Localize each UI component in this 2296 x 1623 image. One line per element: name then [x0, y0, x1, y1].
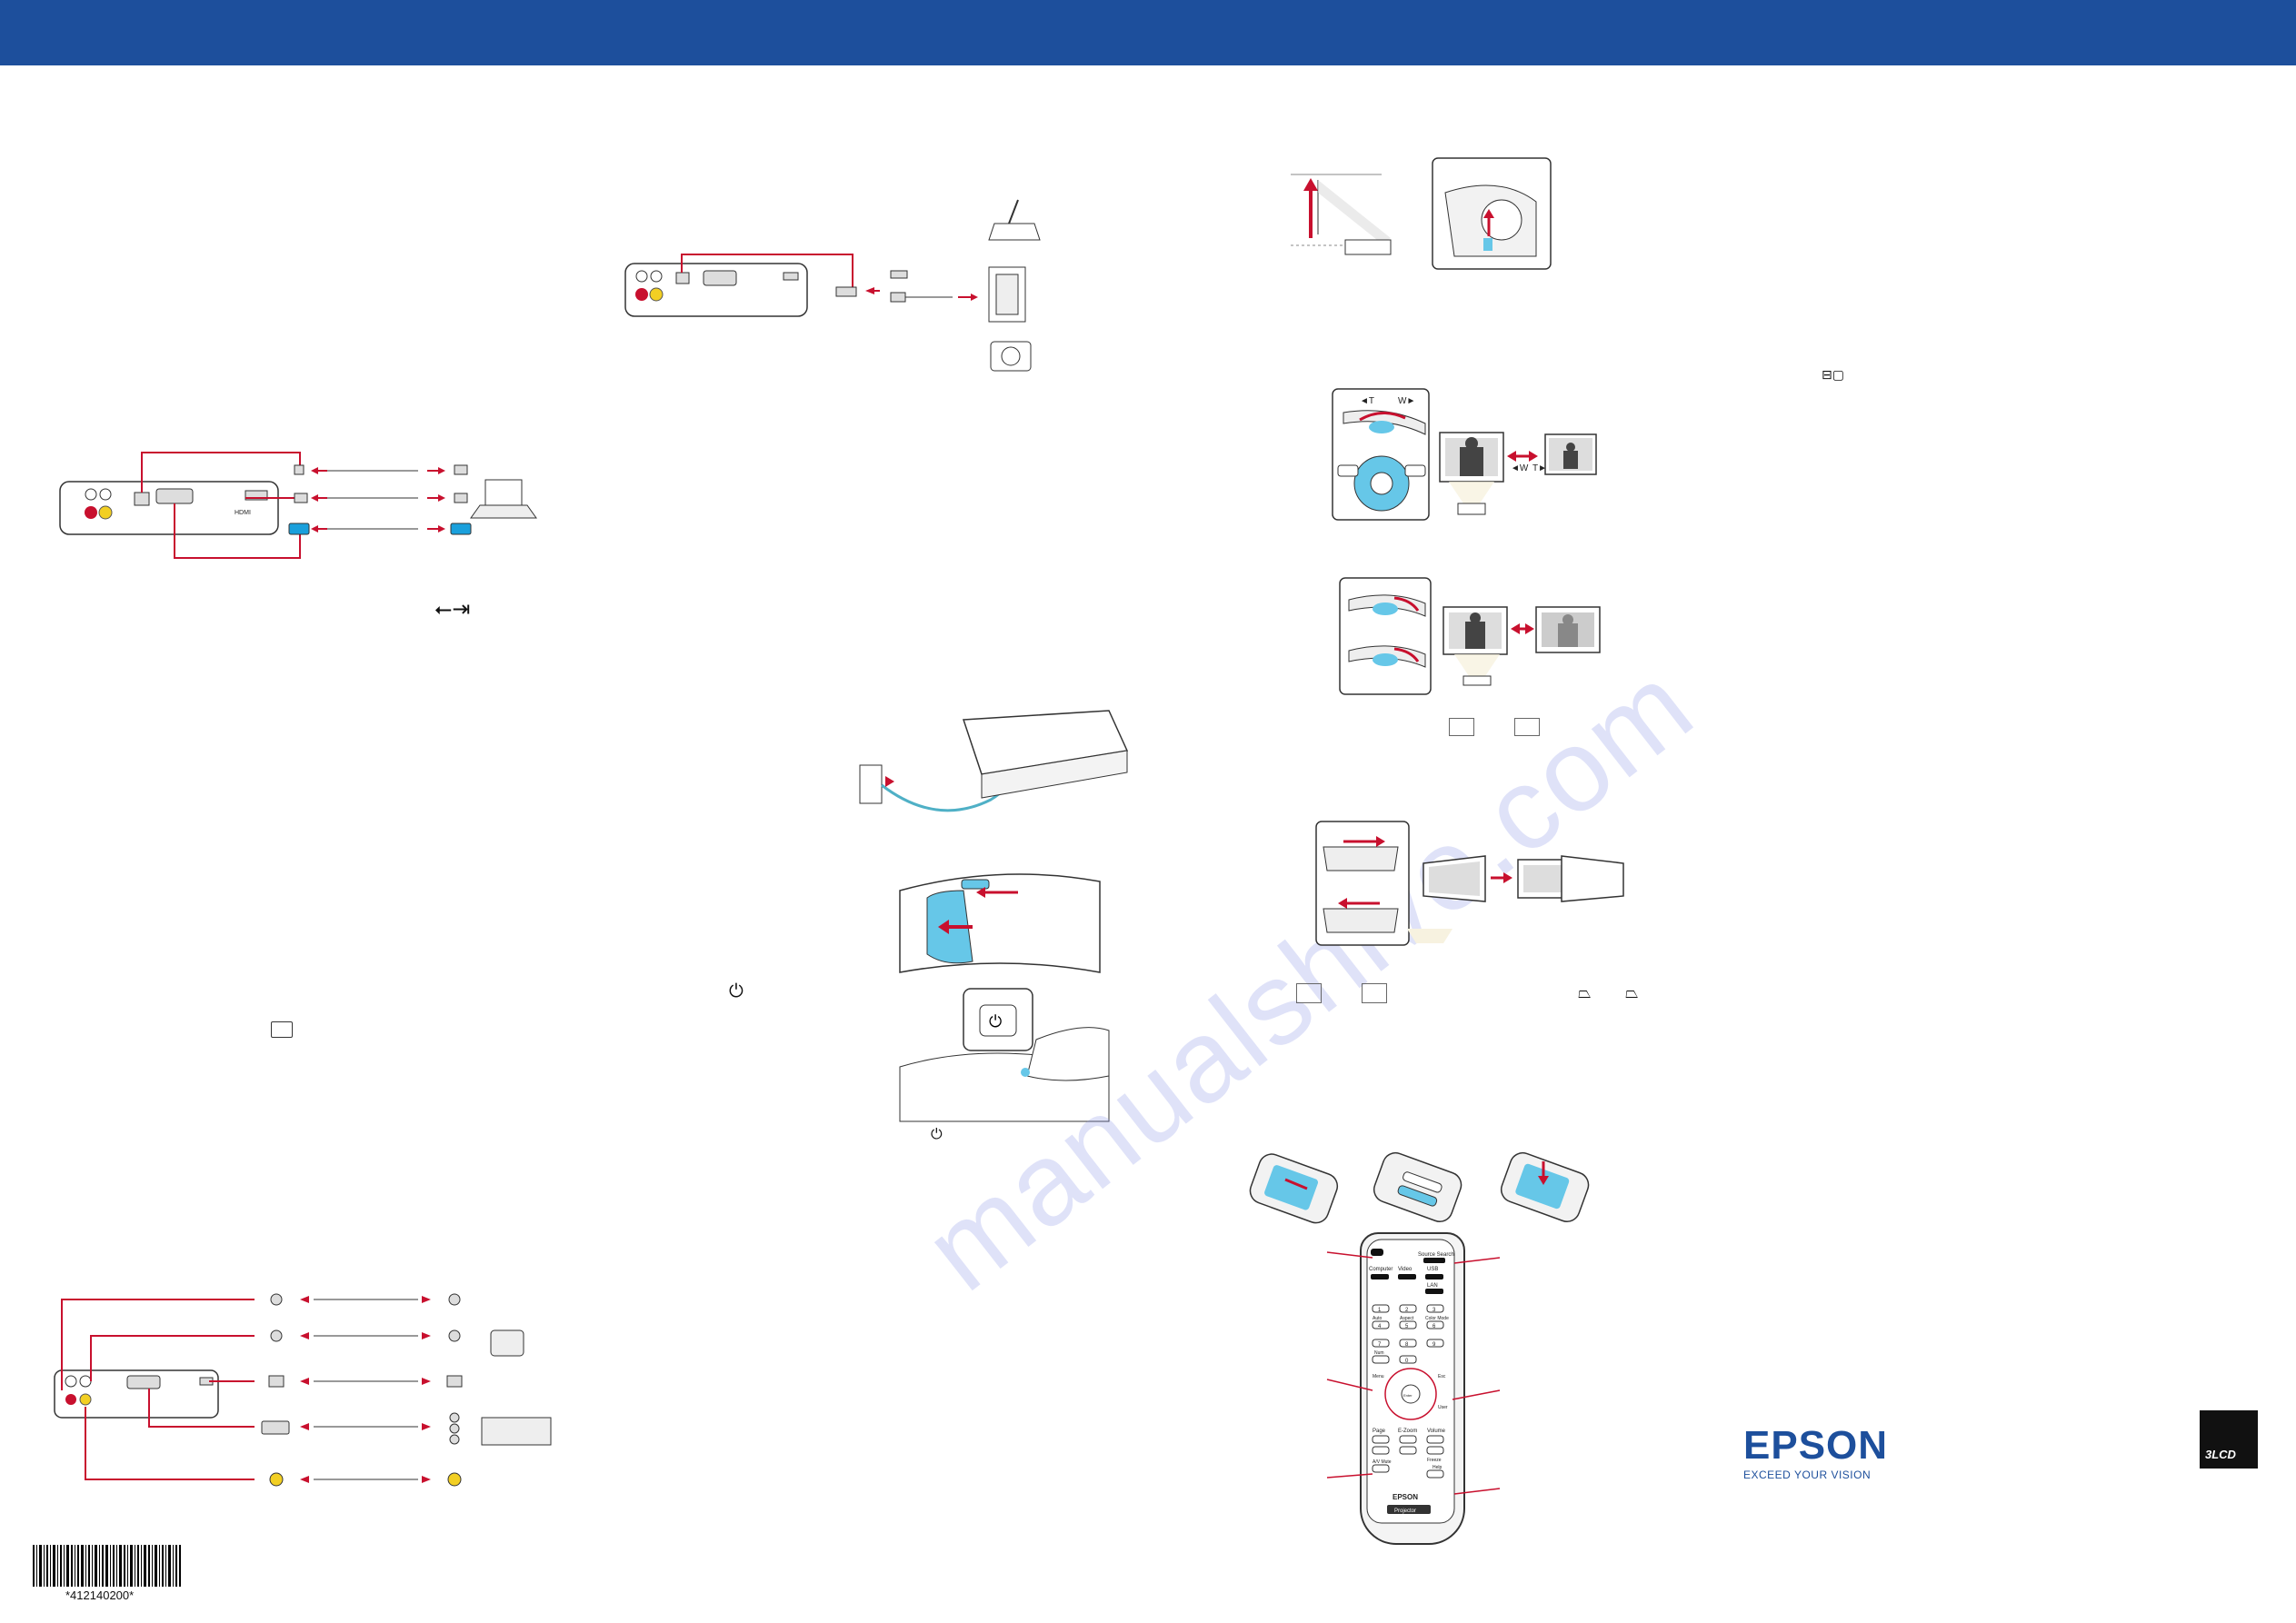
remote-aspect-label: Aspect — [1400, 1316, 1414, 1321]
remote-key-8: 8 — [1405, 1342, 1409, 1348]
3lcd-logo: 3LCD — [2200, 1410, 2258, 1469]
keystone-icon-d — [1362, 983, 1387, 1003]
barcode-number: *412140200* — [65, 1588, 135, 1602]
keystone-icon-a — [1449, 718, 1474, 736]
remote-user-label: User — [1438, 1405, 1448, 1410]
power-button-illustration: ⏻ — [899, 988, 1110, 1122]
projector-foot-adjust-illustration — [1291, 157, 1552, 270]
svg-text:⏻: ⏻ — [989, 1012, 1002, 1031]
remote-help-label: Help — [1433, 1465, 1442, 1470]
zoom-t-right-label: T► — [1532, 463, 1547, 473]
epson-logo: EPSON EXCEED YOUR VISION — [1743, 1423, 1888, 1481]
remote-brand-label: EPSON — [1393, 1493, 1418, 1501]
keystone-correct-icon-b: ⏢ — [1625, 983, 1639, 1001]
remote-enter-button[interactable] — [1401, 1384, 1421, 1404]
video-connection-diagram — [54, 1293, 552, 1487]
epson-wordmark: EPSON — [1743, 1423, 1889, 1468]
remote-callout-lines — [1326, 1251, 1501, 1495]
remote-key-6: 6 — [1433, 1324, 1436, 1329]
remote-source-search-label: Source Search — [1418, 1252, 1454, 1258]
remote-lan-label: LAN — [1427, 1283, 1438, 1289]
screen-icon — [271, 1021, 293, 1038]
remote-color-mode-label: Color Mode — [1425, 1316, 1449, 1321]
remote-esc-label: Esc — [1438, 1374, 1446, 1379]
remote-key-4: 4 — [1378, 1324, 1382, 1329]
remote-volume-label: Volume — [1427, 1429, 1446, 1434]
remote-key-7: 7 — [1378, 1342, 1382, 1348]
hdmi-port-label: HDMI — [235, 510, 251, 516]
remote-ezoom-label: E-Zoom — [1398, 1429, 1417, 1434]
3lcd-text: 3LCD — [2205, 1448, 2236, 1461]
remote-source-search-button[interactable] — [1423, 1258, 1445, 1263]
epson-tagline: EXCEED YOUR VISION — [1743, 1469, 1872, 1481]
lens-cover-illustration — [899, 873, 1101, 973]
remote-auto-label: Auto — [1373, 1316, 1383, 1321]
remote-usb-label: USB — [1427, 1267, 1438, 1272]
keystone-icon-c — [1296, 983, 1322, 1003]
remote-battery-install-illustration — [1249, 1151, 1590, 1224]
remote-key-1: 1 — [1378, 1308, 1382, 1313]
remote-computer-label: Computer — [1369, 1267, 1393, 1272]
power-icon: ⏻ — [729, 981, 744, 1001]
remote-freeze-label: Freeze — [1427, 1458, 1442, 1463]
zoom-w-left-label: ◄W — [1511, 463, 1529, 473]
remote-key-0: 0 — [1405, 1359, 1409, 1364]
header-bar — [0, 0, 2296, 65]
power-cord-connection-illustration — [859, 710, 1129, 812]
remote-page-label: Page — [1373, 1429, 1386, 1434]
remote-num-label: Num — [1374, 1350, 1384, 1356]
usb-device-connection-diagram — [624, 199, 1041, 372]
remote-control-face: Source Search Computer Video USB LAN 1 2… — [1366, 1239, 1455, 1524]
remote-key-9: 9 — [1433, 1342, 1436, 1348]
remote-key-2: 2 — [1405, 1308, 1409, 1313]
remote-menu-label: Menu — [1373, 1374, 1384, 1379]
remote-video-label: Video — [1398, 1267, 1413, 1272]
barcode — [33, 1545, 181, 1587]
remote-enter-label: Enter — [1403, 1393, 1413, 1398]
keystone-slider-illustration — [1315, 821, 1624, 946]
remote-usb-button[interactable] — [1425, 1274, 1443, 1279]
focus-ring-illustration — [1339, 577, 1601, 695]
remote-power-button[interactable] — [1371, 1249, 1383, 1256]
aspect-icon: ⊟▢ — [1822, 367, 1844, 382]
zoom-w-label: W► — [1398, 396, 1415, 406]
remote-key-3: 3 — [1433, 1308, 1436, 1313]
keystone-icon-b — [1514, 718, 1540, 736]
remote-key-5: 5 — [1405, 1324, 1409, 1329]
zoom-ring-illustration: ◄T W► ◄W T► — [1332, 388, 1597, 521]
computer-connection-diagram: HDMI — [59, 452, 537, 559]
remote-computer-button[interactable] — [1371, 1274, 1389, 1279]
remote-model-label: Projector — [1394, 1508, 1416, 1514]
power-icon-small: ⏻ — [931, 1127, 943, 1142]
remote-av-mute-label: A/V Mute — [1373, 1459, 1392, 1465]
zoom-t-label: ◄T — [1360, 396, 1374, 406]
remote-video-button[interactable] — [1398, 1274, 1416, 1279]
keystone-correct-icon-a: ⏢ — [1578, 983, 1592, 1001]
remote-lan-button[interactable] — [1425, 1289, 1443, 1294]
usb-icon: ⭠⇥ — [434, 597, 471, 622]
